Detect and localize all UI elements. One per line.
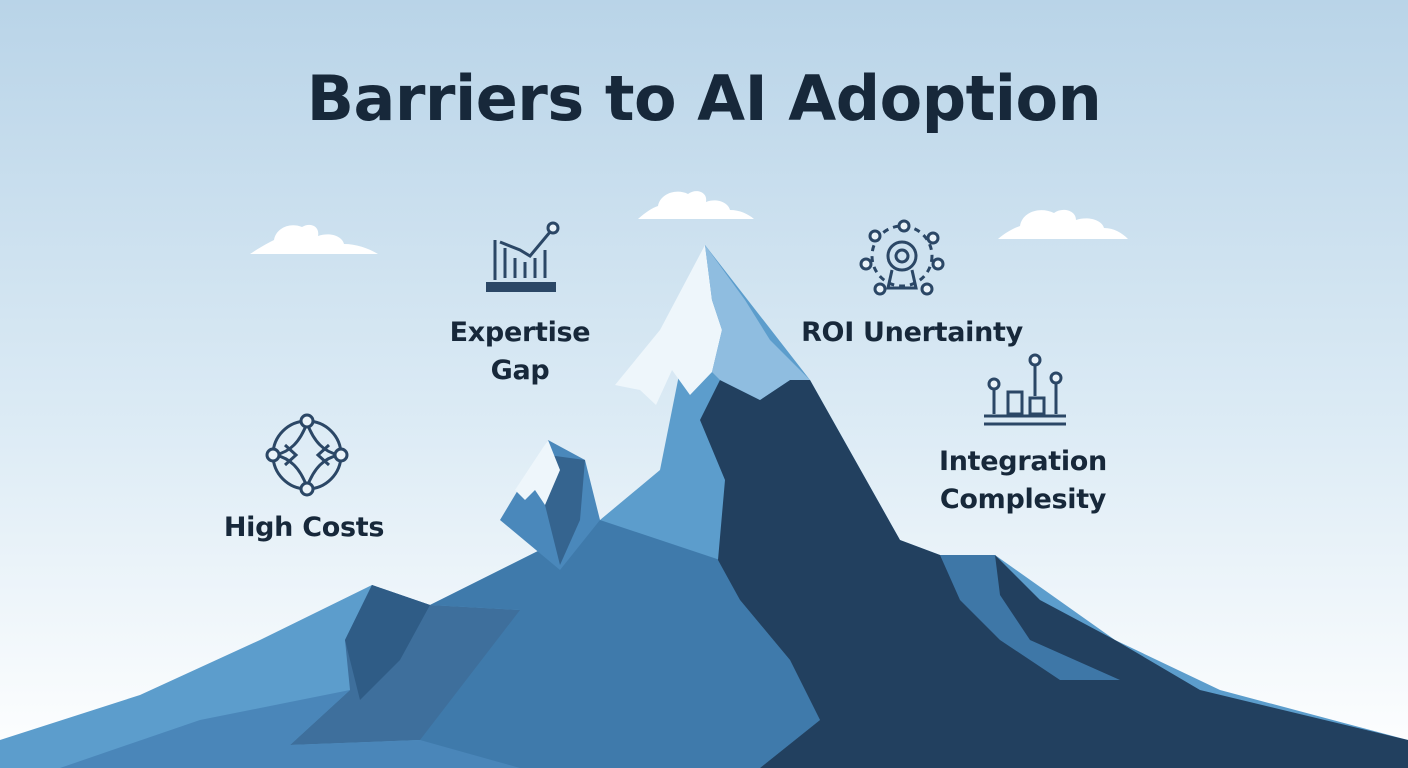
barrier-label-line: Integration <box>939 446 1107 477</box>
cloud-left <box>250 224 378 254</box>
barrier-label-roi-uncertainty: ROI Unertainty <box>782 314 1042 352</box>
page-title: Barriers to AI Adoption <box>306 62 1102 135</box>
gear-network-icon <box>859 219 945 296</box>
cloud-right <box>998 209 1128 239</box>
trend-chart-icon <box>486 221 560 292</box>
mountain <box>0 245 1408 768</box>
slider-bars-icon <box>984 353 1066 426</box>
barrier-label-high-costs: High Costs <box>204 509 404 547</box>
barrier-label-line: High Costs <box>223 512 385 543</box>
barrier-label-line: Expertise <box>449 317 591 348</box>
cloud-top <box>638 191 754 219</box>
barrier-label-line: Gap <box>490 355 550 386</box>
barrier-label-line: ROI Unertainty <box>801 317 1023 348</box>
network-node-icon <box>265 413 349 497</box>
barrier-label-line: Complesity <box>939 484 1107 515</box>
barrier-label-expertise-gap: Expertise Gap <box>420 314 620 390</box>
barrier-label-integration-complexity: Integration Complesity <box>903 443 1143 519</box>
